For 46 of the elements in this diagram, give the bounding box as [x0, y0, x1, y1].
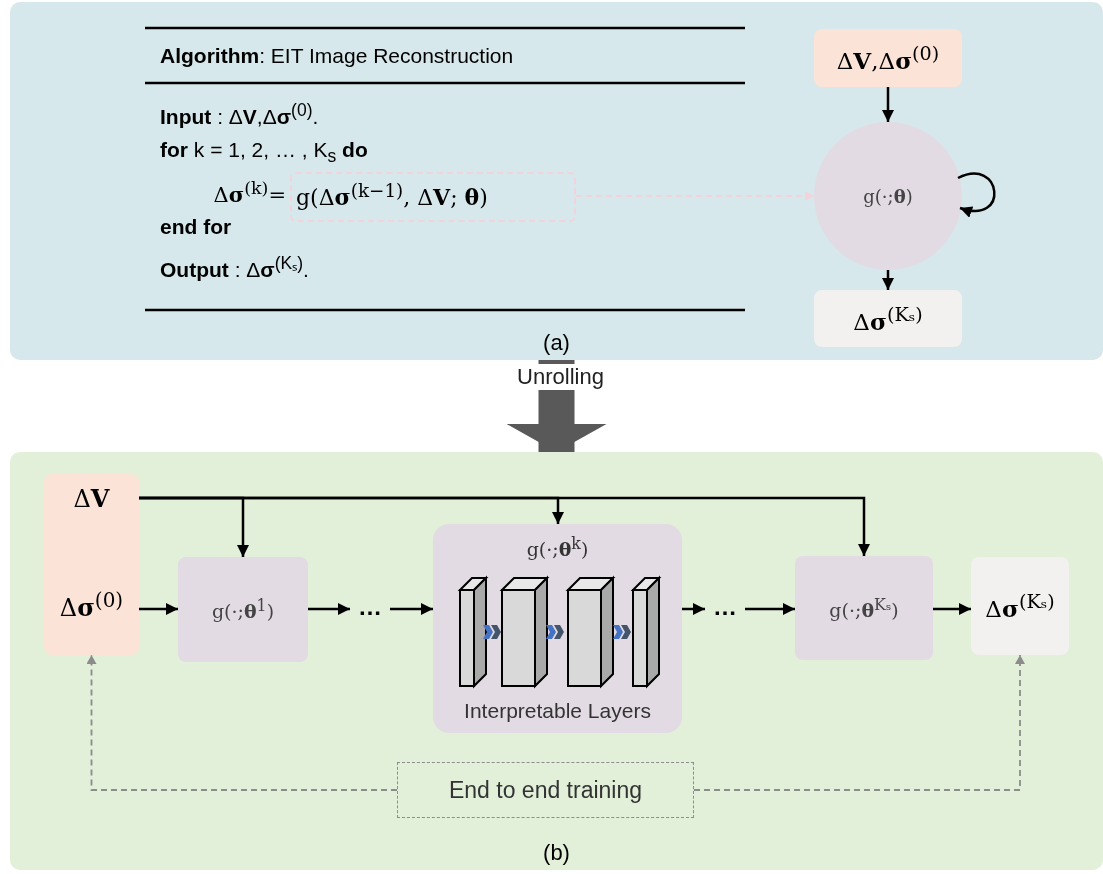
function-text: g(·;θ$^{Kₛ}$) — [829, 594, 899, 622]
ellipsis-text: … — [705, 596, 745, 622]
panel-background — [10, 2, 1103, 360]
arrow — [957, 172, 996, 217]
panel-caption: (b) — [543, 840, 570, 866]
dashed-arrow — [575, 191, 815, 201]
arrow — [308, 603, 350, 615]
algorithm-line: Output : Δσ$^{(Kₛ)}$. — [160, 252, 309, 282]
math-text: ΔV — [72, 484, 111, 513]
input-box — [814, 29, 962, 87]
input-box — [44, 474, 139, 655]
output-box — [814, 290, 962, 347]
function-text: g(·;θ$^{k}$) — [525, 534, 590, 561]
layer-caption: Interpretable Layers — [463, 699, 652, 723]
algorithm-header: Algorithm: EIT Image Reconstruction — [160, 44, 514, 68]
arrow — [139, 496, 870, 556]
arrow — [390, 603, 433, 615]
math-text: Δσ$^{(Kₛ)}$ — [853, 302, 923, 335]
arrow — [882, 87, 894, 122]
algorithm-line: Input : ΔV,Δσ$^{(0)}$. — [160, 100, 319, 129]
math-text: Δσ$^{(0)}$ — [58, 588, 125, 622]
arrow — [139, 603, 178, 615]
function-text: g(·;θ$^{1}$) — [211, 596, 275, 623]
function-text: g(·;θ) — [863, 185, 913, 207]
formula-text: Δσ$^{(k)}$= — [213, 178, 286, 207]
ellipsis-text: … — [350, 596, 390, 622]
layer-block — [433, 524, 682, 733]
process-box — [178, 557, 308, 662]
panel-caption: (a) — [543, 330, 570, 356]
dashed-arrow — [86, 654, 398, 791]
panel-background — [10, 452, 1103, 870]
math-text: ΔV,Δσ$^{(0)}$ — [836, 42, 940, 74]
arrow — [682, 603, 705, 615]
arrow — [882, 270, 894, 290]
algorithm-line: end for — [160, 215, 232, 239]
block-arrow — [506, 360, 607, 452]
math-text: Δσ$^{(Kₛ)}$ — [985, 590, 1055, 622]
arrow — [933, 603, 971, 615]
process-box — [795, 556, 933, 660]
training-text: End to end training — [448, 776, 643, 804]
formula-text: g(Δσ$^{(k−1)}$, ΔV; θ) — [296, 180, 488, 211]
dashed-arrow — [693, 654, 1025, 791]
arrow — [745, 603, 795, 615]
dashed-box — [397, 762, 694, 818]
output-box — [971, 557, 1069, 655]
algorithm-line: for k = 1, 2, … , K$_{s}$ do — [160, 138, 368, 168]
